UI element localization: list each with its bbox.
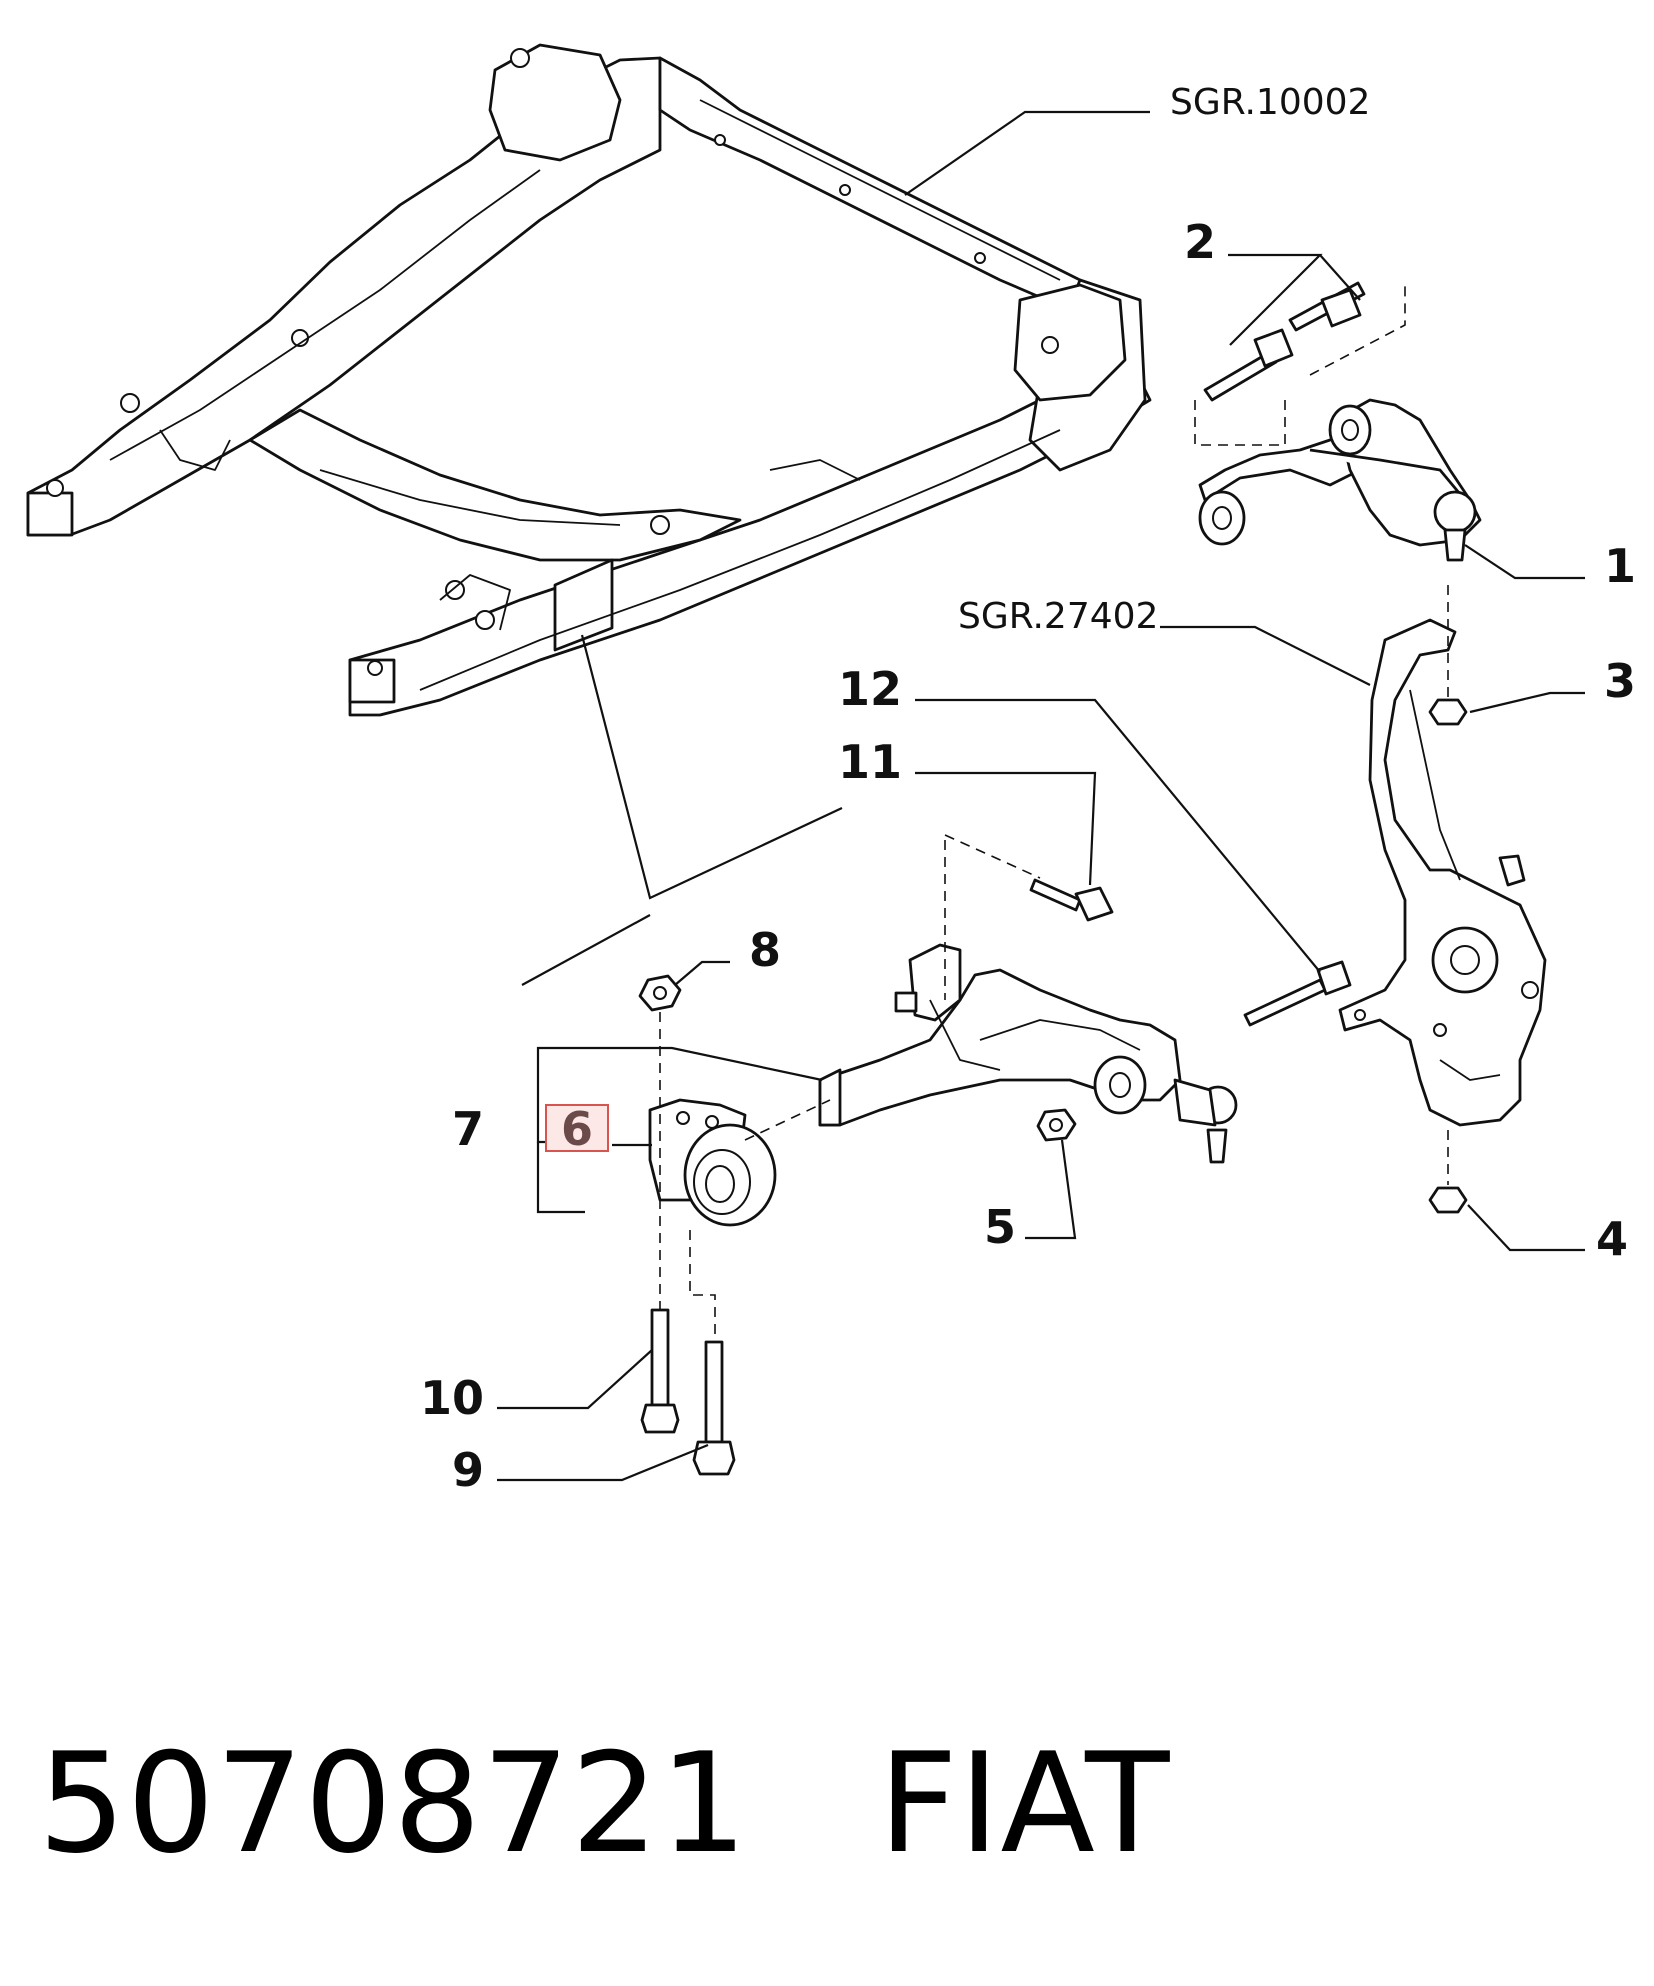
ref-subframe: SGR.10002 (1170, 82, 1370, 123)
knuckle-drawing (1338, 618, 1547, 1127)
upper-arm-drawing (1194, 280, 1482, 562)
nut-8-drawing (638, 974, 682, 1320)
callout-2: 2 (1184, 215, 1216, 269)
part-number: 50708721 (38, 1723, 749, 1884)
callout-7: 7 (452, 1102, 484, 1156)
callout-3: 3 (1604, 654, 1636, 708)
callout-10: 10 (420, 1371, 484, 1425)
callout-11: 11 (838, 735, 902, 789)
callout-6-highlight-box (545, 1104, 609, 1152)
bolt-11-drawing (944, 834, 1114, 922)
bolt-12-drawing (1243, 960, 1352, 1027)
ref-knuckle: SGR.27402 (958, 596, 1158, 637)
callout-1: 1 (1604, 539, 1636, 593)
brand-name: FIAT (878, 1723, 1171, 1884)
callout-9: 9 (452, 1443, 484, 1497)
callout-labels: SGR.10002 SGR.27402 1 2 3 4 5 6 7 8 9 10… (420, 82, 1636, 1497)
callout-6: 6 (561, 1102, 593, 1156)
bolt-9-drawing (689, 1230, 736, 1476)
bushing-6-drawing (648, 1098, 777, 1227)
callout-5: 5 (984, 1200, 1016, 1254)
subframe-drawing (26, 43, 1152, 717)
nut-5-drawing (1036, 1108, 1077, 1142)
lower-arm-drawing (818, 943, 1238, 1164)
callout-4: 4 (1596, 1212, 1628, 1266)
callout-12: 12 (838, 662, 902, 716)
bolt-10-drawing (640, 1308, 680, 1434)
nut-3-drawing (1428, 585, 1468, 726)
nut-4-drawing (1428, 1130, 1468, 1214)
callout-8: 8 (749, 923, 781, 977)
